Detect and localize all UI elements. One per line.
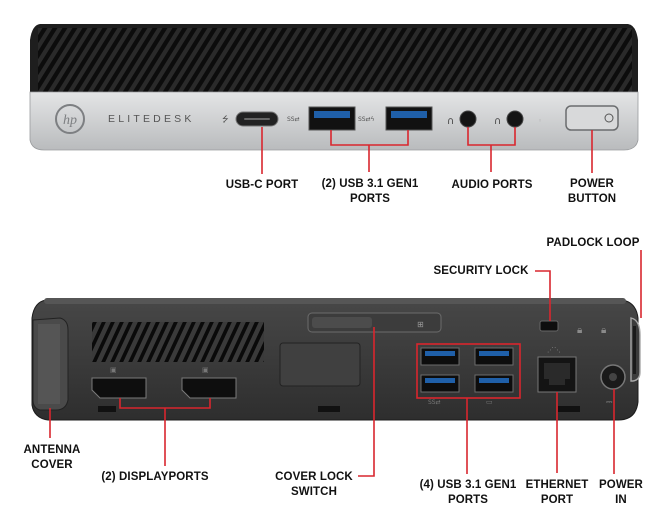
label-rear-usb-line1: (4) USB 3.1 GEN1 xyxy=(419,479,517,491)
ss-symbol-icon: SS⇄ xyxy=(287,116,300,123)
label-displayports-text: (2) DISPLAYPORTS xyxy=(101,471,209,483)
headphone-symbol-icon: ∩ xyxy=(447,116,454,127)
power-in-symbol-icon: ⎓ xyxy=(606,397,613,406)
label-padlock-loop-text: PADLOCK LOOP xyxy=(546,237,640,249)
front-callout-lines xyxy=(261,127,593,174)
label-cover-lock-line2: SWITCH xyxy=(291,486,337,498)
label-audio-ports-text: AUDIO PORTS xyxy=(451,179,533,191)
label-ethernet-line1: ETHERNET xyxy=(525,479,589,491)
front-vent-grille xyxy=(38,28,632,94)
label-front-usb-line2: PORTS xyxy=(349,193,391,205)
label-ethernet-port: ETHERNET PORT xyxy=(522,478,592,508)
label-antenna-cover-line2: COVER xyxy=(31,459,73,471)
network-symbol-icon: ⋰⋱ xyxy=(547,346,561,354)
label-usb-c-port: USB-C PORT xyxy=(214,178,310,193)
rear-callout-lines xyxy=(49,250,642,477)
headset-symbol-icon: ∩ xyxy=(494,116,501,127)
cover-lock-icon: ⊞ xyxy=(417,320,424,329)
expansion-panel xyxy=(279,342,361,387)
displayport-symbol-icon: ▣ xyxy=(110,366,117,374)
label-power-in-line2: IN xyxy=(615,494,627,506)
front-view: hp ⭍ SS⇄ SS⇄ϟ ∩ ∩ ◦ xyxy=(29,24,639,151)
rear-usb-symbol-icon-2: ▭ xyxy=(486,398,493,406)
label-cover-lock-switch: COVER LOCK SWITCH xyxy=(272,470,356,500)
power-symbol-icon xyxy=(604,113,614,123)
label-power-in-line1: POWER xyxy=(599,479,643,491)
drive-activity-icon: ◦ xyxy=(538,117,542,125)
rear-usb-port-4 xyxy=(474,374,514,393)
rear-usb-port-3 xyxy=(420,374,460,393)
rear-usb-port-2 xyxy=(474,347,514,366)
headphone-jack xyxy=(459,110,477,128)
padlock-symbol-icon: 🔒︎ xyxy=(601,325,606,336)
rear-usb-port-1 xyxy=(420,347,460,366)
label-power-button-line2: BUTTON xyxy=(567,193,617,205)
label-antenna-cover-line1: ANTENNA xyxy=(23,444,81,456)
displayport-2 xyxy=(181,377,237,399)
power-button[interactable] xyxy=(565,105,619,131)
rear-usb-symbol-icon: SS⇄ xyxy=(428,399,441,406)
label-front-usb-line1: (2) USB 3.1 GEN1 xyxy=(321,178,419,190)
svg-text:hp: hp xyxy=(63,113,77,128)
label-displayports: (2) DISPLAYPORTS xyxy=(92,470,218,485)
label-usb-c-port-text: USB-C PORT xyxy=(225,179,299,191)
label-padlock-loop: PADLOCK LOOP xyxy=(536,236,650,251)
brand-name: ELITEDESK xyxy=(108,113,195,125)
rear-view: ⊞ ▣ ▣ SS⇄ ▭ ⋰⋱ ⎓ 🔒︎ 🔒︎ xyxy=(31,298,641,421)
hp-logo-icon: hp xyxy=(55,104,85,134)
label-power-in: POWER IN xyxy=(596,478,646,508)
label-security-lock-text: SECURITY LOCK xyxy=(433,265,529,277)
front-usb-port-2 xyxy=(385,106,433,131)
label-rear-usb-line2: PORTS xyxy=(447,494,489,506)
label-power-button-line1: POWER xyxy=(570,178,614,190)
security-lock-slot xyxy=(539,320,559,332)
lock-symbol-icon: 🔒︎ xyxy=(577,325,582,336)
displayport-1 xyxy=(91,377,147,399)
label-rear-usb-ports: (4) USB 3.1 GEN1 PORTS xyxy=(410,478,526,508)
label-antenna-cover: ANTENNA COVER xyxy=(20,443,84,473)
label-power-button: POWER BUTTON xyxy=(558,177,626,207)
usb-c-symbol-icon: ⭍ xyxy=(222,115,229,124)
displayport-symbol-icon-2: ▣ xyxy=(202,366,209,374)
rear-vent-grille xyxy=(92,322,264,362)
ss-charge-symbol-icon: SS⇄ϟ xyxy=(358,116,375,123)
headset-jack xyxy=(506,110,524,128)
front-usb-port-1 xyxy=(308,106,356,131)
label-front-usb-ports: (2) USB 3.1 GEN1 PORTS xyxy=(314,177,426,207)
rear-top-edge xyxy=(44,298,626,304)
label-audio-ports: AUDIO PORTS xyxy=(440,178,544,193)
label-cover-lock-line1: COVER LOCK xyxy=(275,471,353,483)
label-ethernet-line2: PORT xyxy=(540,494,574,506)
label-security-lock: SECURITY LOCK xyxy=(426,264,536,279)
